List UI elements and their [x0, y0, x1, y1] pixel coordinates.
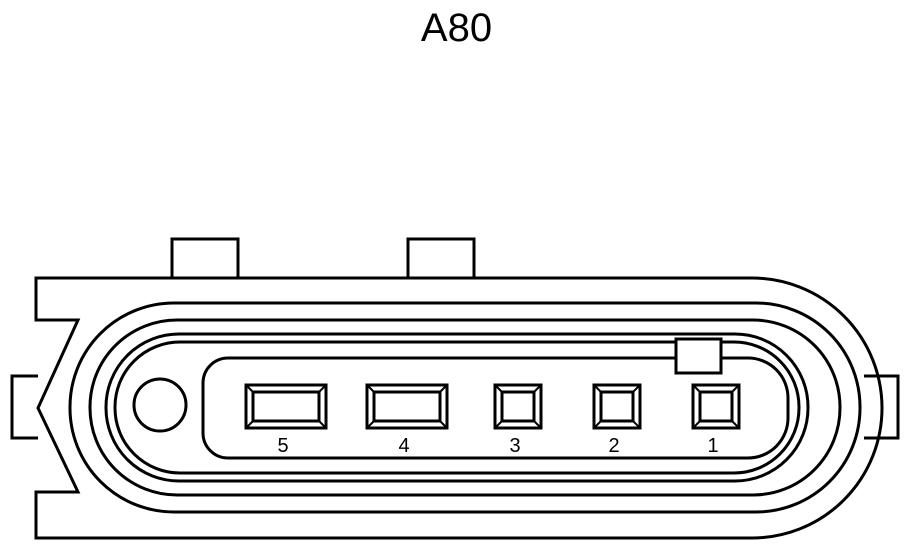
pin-terminal-4 — [365, 383, 449, 430]
key-notch — [674, 337, 723, 375]
pin-label-1: 1 — [707, 435, 718, 457]
pin-terminal-3 — [493, 383, 543, 430]
terminal-cavity-frame — [201, 356, 790, 460]
left-side-clip — [10, 374, 38, 440]
right-side-clip — [864, 374, 900, 440]
latch-tab-left — [170, 237, 240, 278]
seal-ring-outer — [68, 301, 862, 514]
pin-terminal-1 — [691, 383, 741, 430]
pin-terminal-2 — [592, 383, 642, 430]
housing-outline — [34, 276, 884, 540]
pin-label-5: 5 — [277, 435, 288, 457]
seal-ring-inner — [104, 332, 810, 483]
polarization-hole — [132, 377, 188, 433]
pin-label-4: 4 — [398, 435, 409, 457]
seal-ring-innermost — [113, 340, 801, 475]
latch-tab-right — [406, 237, 476, 278]
pin-label-3: 3 — [509, 435, 520, 457]
pin-label-2: 2 — [608, 435, 619, 457]
pin-terminal-5 — [244, 383, 328, 430]
seal-ring-middle — [88, 318, 842, 497]
connector-title: A80 — [420, 6, 493, 50]
